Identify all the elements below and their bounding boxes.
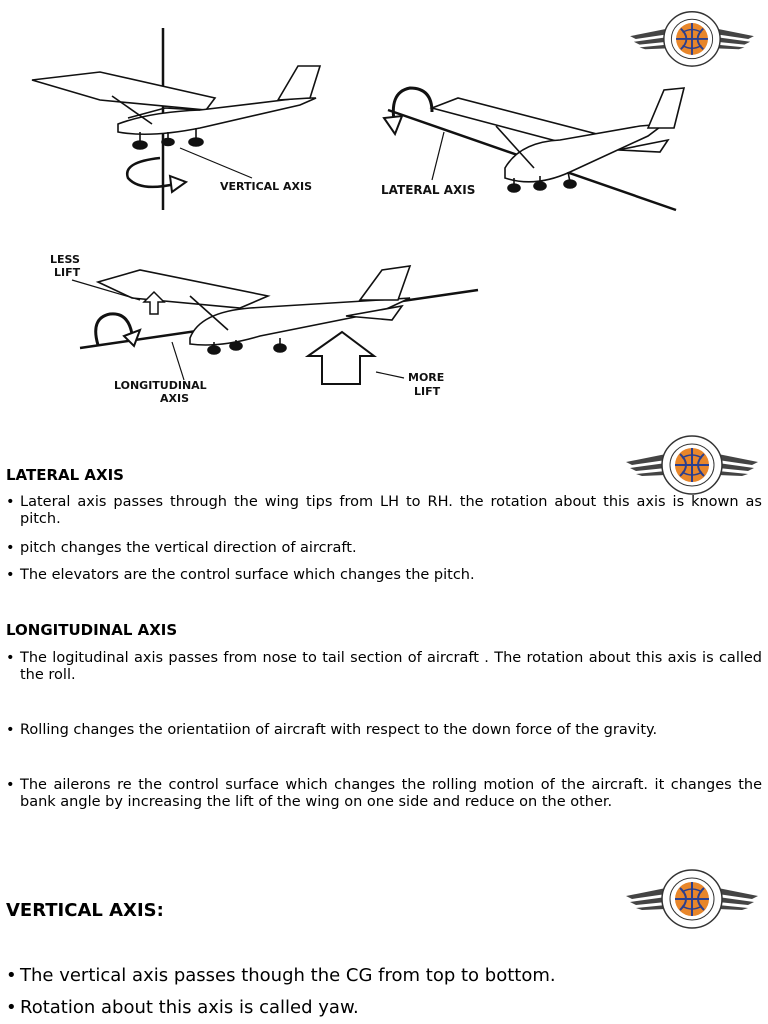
lateral-bullet-1: • Lateral axis passes through the wing t… [6,494,762,528]
longitudinal-axis-label-line1: LONGITUDINAL [114,379,207,392]
bullet-dot: • [6,540,15,556]
bullet-text: Rotation about this axis is called yaw. [20,997,359,1018]
bullet-dot: • [6,650,15,666]
longitudinal-bullet-3: • The ailerons re the control surface wh… [6,777,762,811]
less-lift-label-line1: LESS [50,253,80,266]
aircraft-lateral-axis-illustration [382,86,686,212]
longitudinal-bullet-1: • The logitudinal axis passes from nose … [6,650,762,684]
aircraft-axes-figure: VERTICAL AXIS LATERAL AXIS [31,28,686,405]
vertical-axis-heading: VERTICAL AXIS: [6,900,164,921]
bullet-text: pitch changes the vertical direction of … [20,540,357,556]
vertical-axis-label: VERTICAL AXIS [220,180,312,193]
bullet-text: The ailerons re the control surface whic… [20,777,762,810]
academy-logo-vertical [625,869,759,929]
lateral-bullet-3: • The elevators are the control surface … [6,567,762,584]
bullet-dot: • [6,722,15,738]
lateral-bullet-2: • pitch changes the vertical direction o… [6,540,762,557]
vertical-bullet-1: • The vertical axis passes though the CG… [6,965,762,987]
bullet-dot: • [6,965,17,986]
more-lift-label-line1: MORE [408,371,444,384]
bullet-dot: • [6,494,15,510]
bullet-dot: • [6,777,15,793]
bullet-text: The logitudinal axis passes from nose to… [20,650,762,683]
aircraft-vertical-axis-illustration [31,28,322,210]
longitudinal-axis-label-line2: AXIS [160,392,189,405]
bullet-dot: • [6,997,17,1018]
bullet-text: Rolling changes the orientatiion of airc… [20,722,658,738]
lateral-axis-label: LATERAL AXIS [381,183,475,197]
bullet-text: The elevators are the control surface wh… [20,567,475,583]
less-lift-label-line2: LIFT [54,266,81,279]
bullet-text: The vertical axis passes though the CG f… [20,965,556,986]
more-lift-label-line2: LIFT [414,385,441,398]
bullet-dot: • [6,567,15,583]
aircraft-longitudinal-axis-illustration [71,265,479,385]
academy-logo-top [629,10,755,68]
bullet-text: Lateral axis passes through the wing tip… [20,494,762,527]
academy-logo-lateral [625,435,759,495]
lateral-axis-heading: LATERAL AXIS [6,466,124,484]
longitudinal-bullet-2: • Rolling changes the orientatiion of ai… [6,722,762,739]
vertical-bullet-2: • Rotation about this axis is called yaw… [6,997,762,1019]
longitudinal-axis-heading: LONGITUDINAL AXIS [6,621,178,639]
